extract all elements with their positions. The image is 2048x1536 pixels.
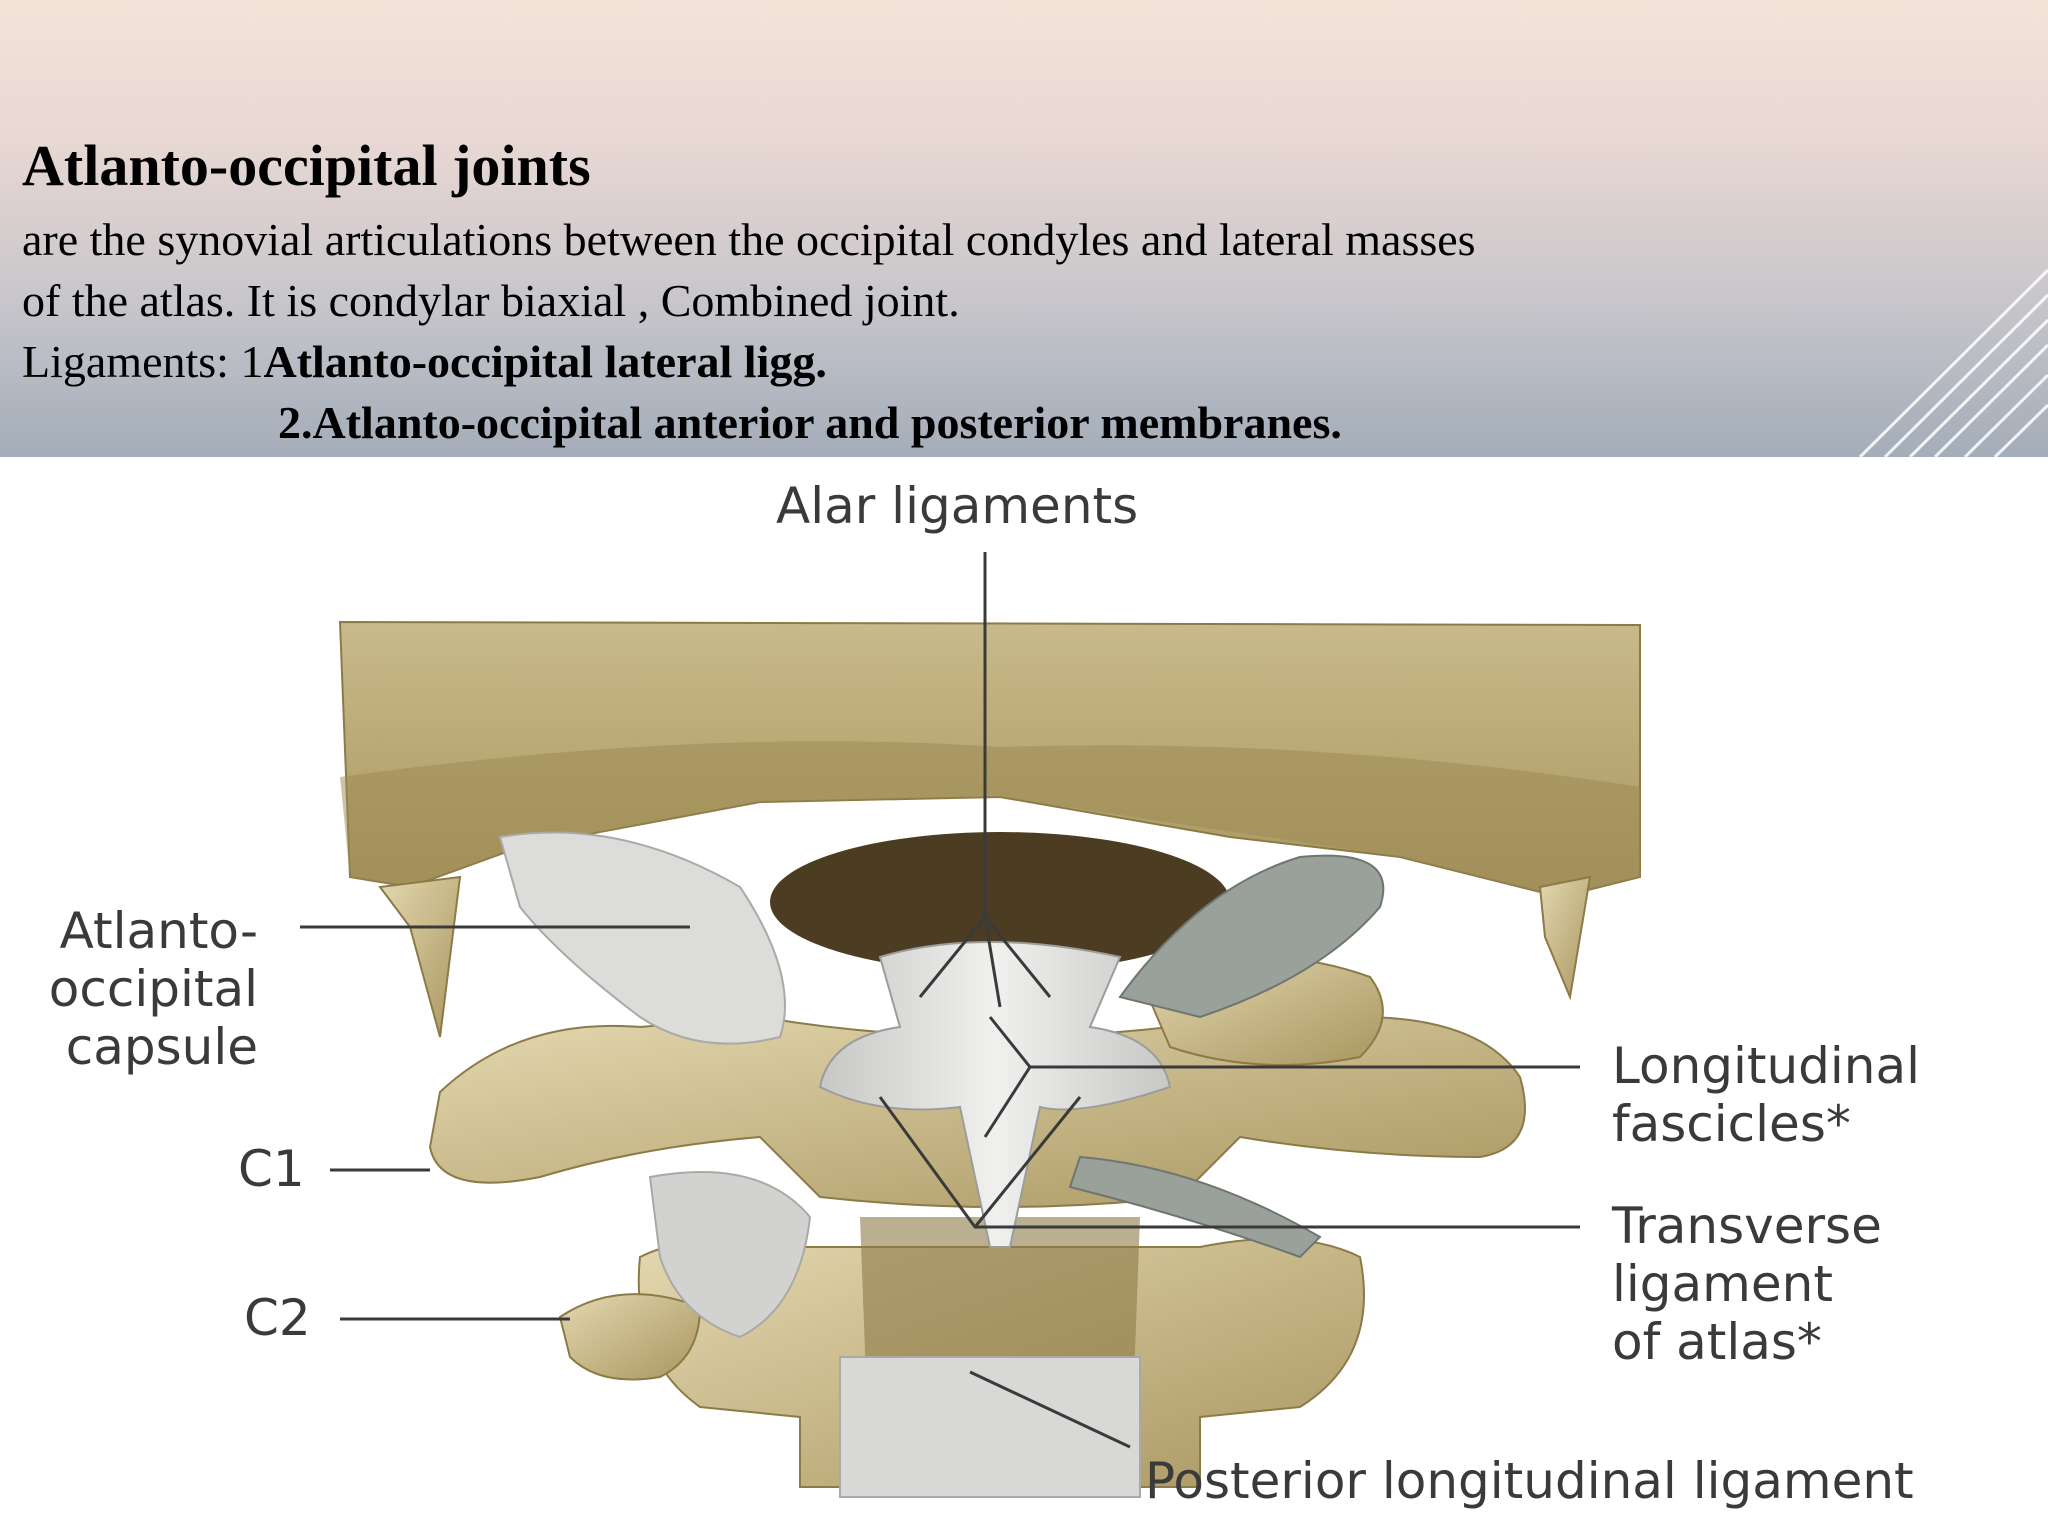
posterior-longitudinal-ligament-strip xyxy=(839,1356,1141,1498)
decorative-stripes xyxy=(1858,268,2048,457)
cervical-spine-illustration xyxy=(300,552,1641,1498)
capsule-lower xyxy=(648,1171,812,1339)
ligaments-prefix: Ligaments: 1 xyxy=(22,336,264,387)
ligament-2: 2.Atlanto-occipital anterior and posteri… xyxy=(278,397,1342,448)
anatomy-illustration: Alar ligaments Atlanto- occipital capsul… xyxy=(0,457,2048,1536)
occipital-shadow xyxy=(340,741,1640,897)
description-line-1: are the synovial articulations between t… xyxy=(22,214,1476,265)
c2-left-process xyxy=(558,1293,702,1381)
right-lower-gray-ligament xyxy=(1068,1155,1322,1259)
leader-transverse-right xyxy=(973,1096,1082,1228)
right-spine-process xyxy=(1538,875,1592,1001)
leader-alar-center xyxy=(983,916,1002,1008)
ligaments-line: Ligaments: 1Atlanto-occipital lateral li… xyxy=(22,335,827,388)
label-alar-ligaments: Alar ligaments xyxy=(776,477,1139,535)
right-gray-ligament xyxy=(1118,854,1385,1019)
label-atlanto-occipital-capsule: Atlanto- occipital capsule xyxy=(48,902,258,1076)
description-line-2: of the atlas. It is condylar biaxial , C… xyxy=(22,275,960,326)
label-c1: C1 xyxy=(238,1140,305,1198)
label-transverse-ligament: Transverse ligament of atlas* xyxy=(1612,1197,1882,1371)
left-spine-process xyxy=(378,875,462,1038)
label-longitudinal-fascicles: Longitudinal fascicles* xyxy=(1612,1037,1921,1153)
leader-longitudinal-lower xyxy=(983,1066,1032,1138)
ligament-1: Atlanto-occipital lateral ligg. xyxy=(263,336,827,387)
cruciform-ligament xyxy=(818,941,1172,1248)
label-c2: C2 xyxy=(244,1289,311,1347)
atlanto-occipital-capsule xyxy=(498,831,786,1045)
label-posterior-longitudinal-ligament: Posterior longitudinal ligament xyxy=(1145,1452,1914,1510)
slide-title: Atlanto-occipital joints xyxy=(22,133,591,198)
foramen-magnum xyxy=(770,832,1230,972)
leader-posterior xyxy=(969,1370,1131,1449)
